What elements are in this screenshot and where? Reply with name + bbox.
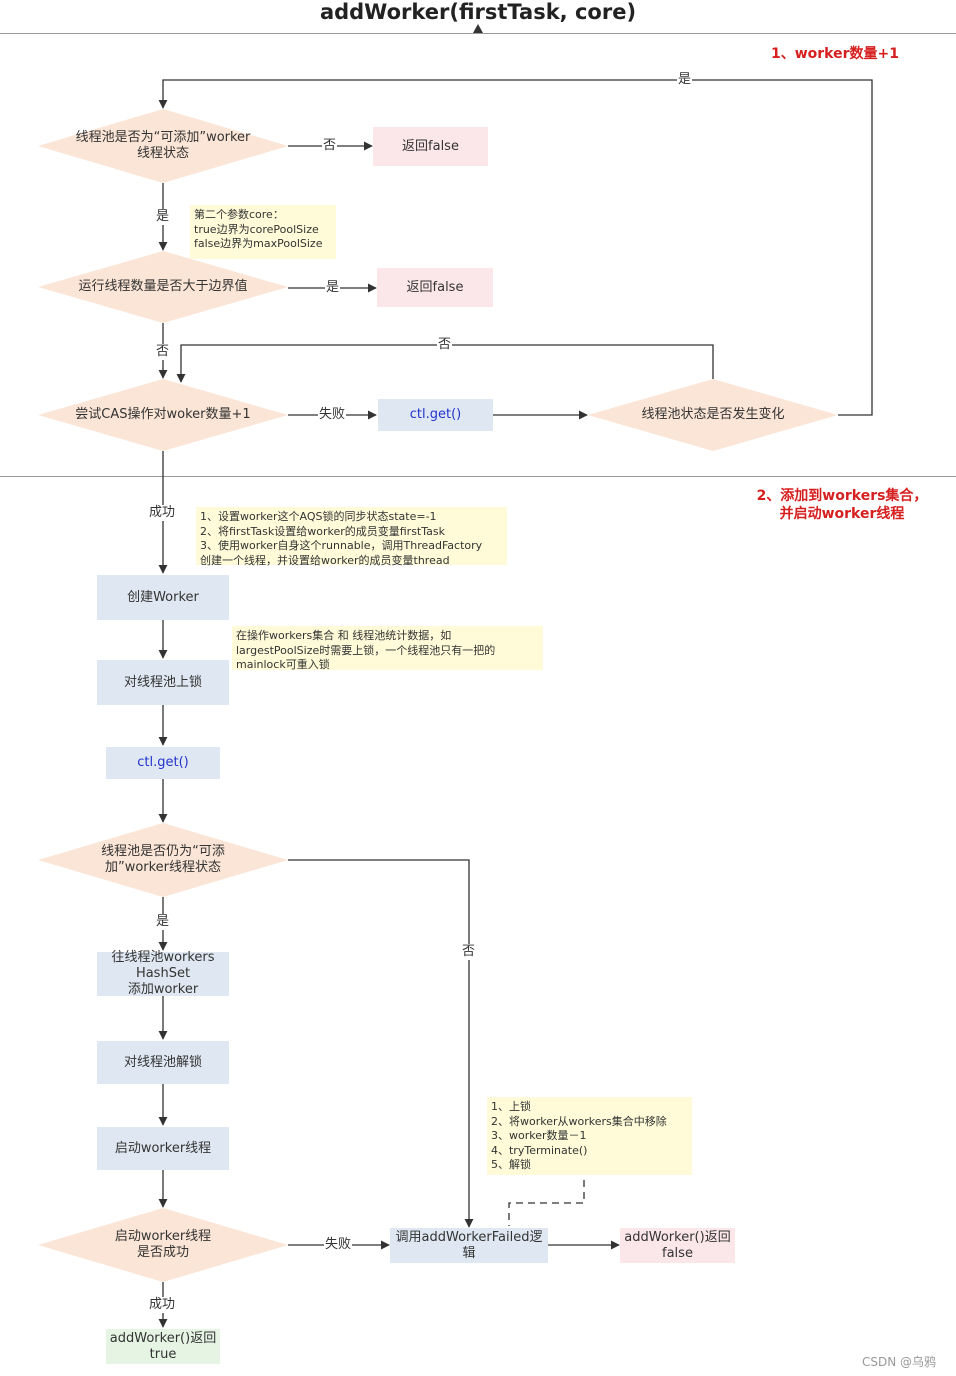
note-worker-line4: 创建一个线程，并设置给worker的成员变量thread <box>200 553 450 567</box>
note-core-line3: false边界为maxPoolSize <box>194 237 323 250</box>
rettrue-line1: addWorker()返回 <box>109 1330 217 1346</box>
note-create-worker: 1、设置worker这个AQS锁的同步状态state=-1 2、将firstTa… <box>196 507 507 567</box>
ctl-get-box-2: ctl.get() <box>106 747 220 779</box>
diamond-state-changed <box>588 379 838 451</box>
note-mainlock-line2: largestPoolSize时需要上锁，一个线程池只有一把的 <box>236 643 496 657</box>
d5-line2: 加”worker线程状态 <box>104 860 222 875</box>
top-divider <box>0 33 956 34</box>
note-worker-line2: 2、将firstTask设置给worker的成员变量firstTask <box>200 524 445 538</box>
retfalse-line1: addWorker()返回 <box>624 1229 731 1245</box>
note-core-param: 第二个参数core： true边界为corePoolSize false边界为m… <box>190 205 336 259</box>
failed-line2: 辑 <box>462 1245 476 1261</box>
d6-line1: 启动worker线程 <box>114 1229 212 1244</box>
note-mainlock-line3: mainlock可重入锁 <box>236 658 330 671</box>
note-core-line1: 第二个参数core： <box>194 208 284 221</box>
add-line1: 往线程池workers <box>111 950 215 965</box>
label-no-d2: 否 <box>155 344 171 360</box>
section1-label: 1、worker数量+1 <box>770 46 899 62</box>
section2-label-line1: 2、添加到workers集合， <box>756 488 928 504</box>
start-worker-box: 启动worker线程 <box>97 1127 229 1170</box>
diamond-state-changed-text: 线程池状态是否发生变化 <box>641 407 785 422</box>
note-worker-line3: 3、使用worker自身这个runnable，调用ThreadFactory <box>200 539 483 552</box>
label-yes-d4: 是 <box>677 72 693 88</box>
d5-line1: 线程池是否仍为“可添 <box>101 844 225 859</box>
note-failed-line2: 2、将worker从workers集合中移除 <box>491 1114 667 1128</box>
diamond-cas-text: 尝试CAS操作对woker数量+1 <box>75 407 251 422</box>
note-failed-line1: 1、上锁 <box>491 1100 531 1113</box>
failed-line1: 调用addWorkerFailed逻 <box>395 1229 543 1245</box>
note-mainlock: 在操作workers集合 和 线程池统计数据，如 largestPoolSize… <box>232 626 543 671</box>
return-false-box-1: 返回false <box>373 127 488 166</box>
diamond-cas <box>38 379 288 451</box>
note-failed-line5: 5、解锁 <box>491 1158 531 1171</box>
note-add-worker-failed: 1、上锁 2、将worker从workers集合中移除 3、worker数量－1… <box>487 1097 692 1175</box>
return-false-box-2: 返回false <box>377 268 493 307</box>
unlock-pool-box: 对线程池解锁 <box>97 1041 229 1084</box>
label-yes-d2: 是 <box>325 280 341 296</box>
diamond-thread-count-text: 运行线程数量是否大于边界值 <box>78 279 248 294</box>
ctl-get-box-1: ctl.get() <box>378 399 493 431</box>
label-no-d1: 否 <box>322 138 338 154</box>
diamond-still-addable-text: 线程池是否仍为“可添加”worker线程状态 <box>58 840 268 880</box>
add-line2: HashSet <box>135 966 191 981</box>
watermark: CSDN @乌鸦 <box>862 1355 937 1369</box>
note-mainlock-line1: 在操作workers集合 和 线程池统计数据，如 <box>236 629 452 642</box>
diamond-start-success <box>38 1208 288 1282</box>
label-success-cas: 成功 <box>148 505 177 521</box>
section2-label-line2: 并启动worker线程 <box>779 506 905 522</box>
note-failed-line4: 4、tryTerminate() <box>491 1143 588 1157</box>
d1-line1: 线程池是否为“可添加”worker <box>75 130 251 145</box>
diamond-start-success-text: 启动worker线程是否成功 <box>58 1225 268 1265</box>
label-no-d5: 否 <box>461 944 477 960</box>
lock-pool-box: 对线程池上锁 <box>97 660 229 705</box>
d6-line2: 是否成功 <box>136 1245 189 1260</box>
create-worker-box: 创建Worker <box>97 575 229 620</box>
label-yes-d5: 是 <box>155 914 171 930</box>
diamond-thread-count <box>38 251 288 323</box>
d1-line2: 线程状态 <box>136 146 189 161</box>
note-worker-line1: 1、设置worker这个AQS锁的同步状态state=-1 <box>200 510 437 523</box>
rettrue-line2: true <box>149 1346 177 1362</box>
note-core-line2: true边界为corePoolSize <box>194 222 319 236</box>
add-worker-failed-box: 调用addWorkerFailed逻辑 <box>390 1228 548 1263</box>
section2-label: 2、添加到workers集合， 并启动worker线程 <box>742 487 942 523</box>
add-line3: 添加worker <box>127 982 199 997</box>
diamond-addable-state <box>38 109 288 183</box>
label-fail-start: 失败 <box>324 1237 353 1253</box>
note-failed-line3: 3、worker数量－1 <box>491 1129 587 1142</box>
label-no-d4: 否 <box>437 337 453 353</box>
label-fail-cas: 失败 <box>318 407 347 423</box>
diamond-still-addable <box>38 823 288 897</box>
retfalse-line2: false <box>662 1245 693 1261</box>
section-divider <box>0 476 956 477</box>
page-title: addWorker(firstTask, core) <box>319 0 637 24</box>
label-yes-d1: 是 <box>155 209 171 225</box>
label-success-start: 成功 <box>148 1297 177 1313</box>
